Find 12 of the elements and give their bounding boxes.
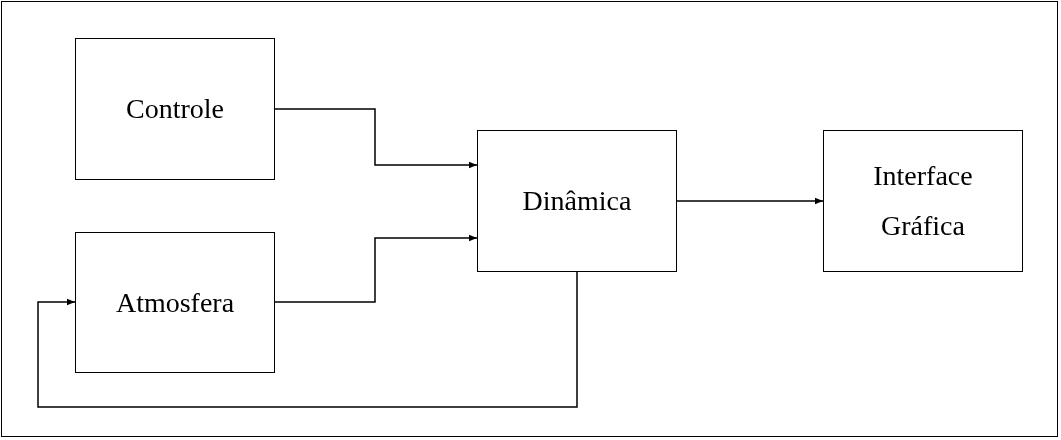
process-box (477, 130, 677, 272)
process-box (75, 232, 275, 373)
box-label: Atmosfera (115, 285, 235, 320)
box-label: Controle (126, 92, 224, 126)
process-box (75, 38, 275, 180)
arrow (676, 197, 824, 205)
arrow (37, 271, 578, 408)
box-label: Interface Gráfica (872, 159, 974, 243)
arrow (274, 108, 478, 169)
process-box (823, 130, 1023, 272)
box-label: Dinâmica (522, 184, 632, 218)
arrow (274, 234, 478, 303)
